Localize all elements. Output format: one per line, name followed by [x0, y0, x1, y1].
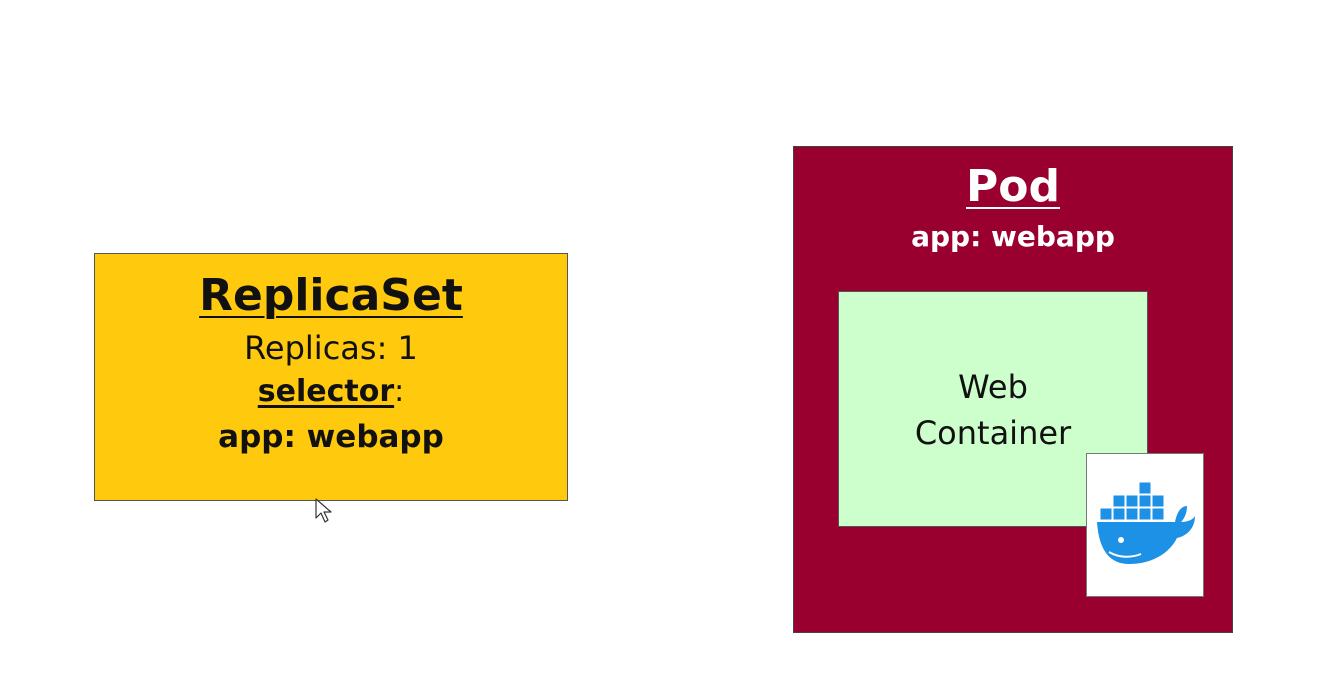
- container-line-1: Web: [958, 368, 1028, 406]
- selector-key: selector: [257, 374, 395, 409]
- mouse-cursor-icon: [315, 498, 332, 523]
- container-line-2: Container: [914, 414, 1072, 452]
- pod-title: Pod: [966, 161, 1060, 212]
- replicaset-replicas: Replicas: 1: [244, 329, 418, 367]
- docker-whale-icon: [1097, 481, 1195, 564]
- replicaset-box: ReplicaSet Replicas: 1 selector: app: we…: [94, 253, 568, 501]
- pod-box: Pod app: webapp Web Container: [793, 146, 1233, 633]
- replicaset-title: ReplicaSet: [199, 270, 463, 321]
- selector-colon: :: [394, 374, 405, 409]
- docker-logo-box: [1086, 453, 1204, 597]
- web-container-box: Web Container: [838, 291, 1148, 527]
- replicaset-selector: selector:: [95, 370, 567, 414]
- replicaset-selector-label: app: webapp: [218, 419, 444, 455]
- pod-label: app: webapp: [911, 220, 1115, 253]
